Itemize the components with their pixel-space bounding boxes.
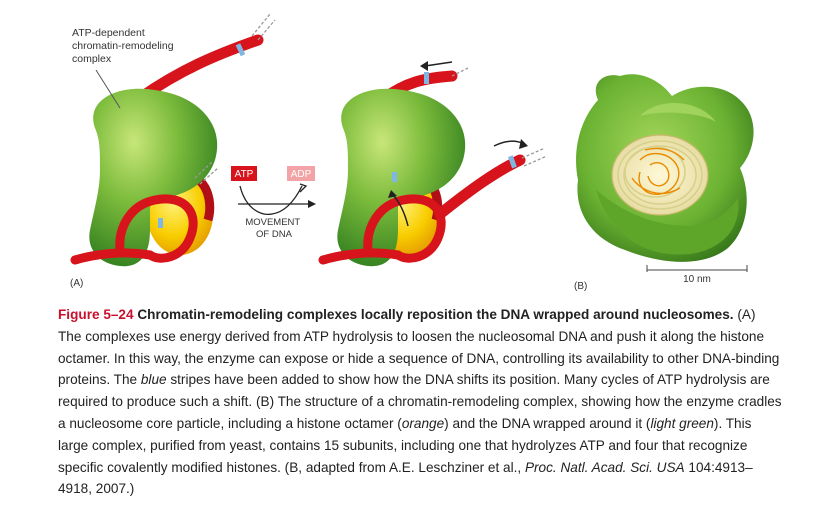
movement-label: MOVEMENT OF DNA (245, 217, 302, 240)
dna-strand-wrapped (115, 194, 198, 263)
blue-stripe (424, 72, 429, 84)
caption-text: ) and the DNA wrapped around it ( (444, 415, 651, 431)
panel-b-label: (B) (574, 281, 587, 292)
remodeling-complex-after (318, 61, 548, 267)
caption-journal: Proc. Natl. Acad. Sci. USA (524, 459, 685, 475)
figure-title: Chromatin-remodeling complexes locally r… (137, 307, 734, 322)
caption-emphasis: orange (401, 415, 445, 431)
caption-text: stripes have been added to show how the … (58, 372, 782, 431)
adp-badge (287, 166, 315, 181)
complex-structure-3d (576, 74, 754, 262)
atp-hydrolysis-reaction: ATP ADP MOVEMENT OF DNA (231, 166, 316, 240)
blue-stripe (508, 155, 517, 169)
reaction-arrow (239, 185, 303, 216)
figure-number: Figure 5–24 (58, 307, 134, 322)
caption-emphasis: light green (650, 415, 714, 431)
dna-strand-upper (134, 34, 264, 104)
atp-text: ATP (235, 169, 254, 180)
dna-light-green-coils (617, 140, 703, 210)
motion-arrow-right (493, 140, 525, 147)
blue-stripe (392, 172, 397, 182)
scale-bar (646, 265, 748, 272)
atp-badge (231, 166, 257, 181)
adp-text: ADP (291, 169, 312, 180)
caption-text: ). This large complex, purified from yea… (58, 415, 752, 475)
nucleosome-core (611, 134, 709, 216)
figure-caption: Figure 5–24 Chromatin-remodeling complex… (58, 304, 782, 500)
label-leader-line (95, 69, 121, 109)
caption-text: 104:4913–4918, 2007.) (58, 459, 753, 497)
complex-label: ATP-dependent chromatin-remodeling compl… (72, 27, 176, 65)
remodeling-complex-before (70, 13, 276, 267)
figure-illustration: ATP-dependent chromatin-remodeling compl… (70, 13, 754, 292)
blue-stripe (158, 218, 163, 228)
caption-emphasis: blue (140, 372, 167, 388)
panel-a-label: (A) (70, 278, 83, 289)
blue-stripe (235, 43, 246, 57)
scale-label: 10 nm (683, 274, 711, 285)
histone-orange-core (631, 147, 685, 195)
motion-arrow-top (424, 61, 453, 67)
caption-text: (A) The complexes use energy derived fro… (58, 307, 780, 388)
